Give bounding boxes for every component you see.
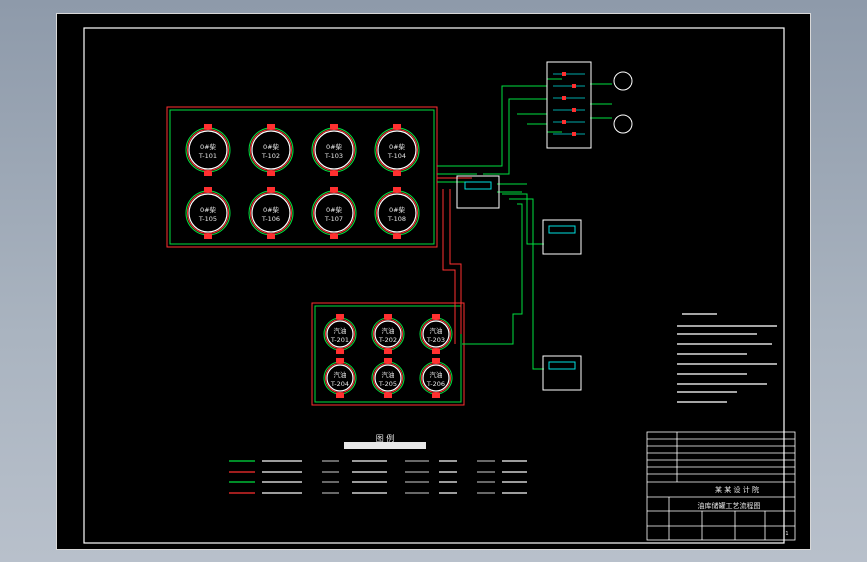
tank-bottom-name: 汽油: [430, 370, 443, 379]
tank-top-name: 0#柴: [200, 205, 217, 214]
tank-bottom-id: T-205: [378, 380, 397, 388]
tank-bottom-3: 汽油T-204: [323, 358, 357, 398]
tank-bottom-name: 汽油: [382, 326, 395, 335]
pipeline-network: [437, 78, 612, 370]
tank-farm-diesel: 0#柴T-1010#柴T-1020#柴T-1030#柴T-1040#柴T-105…: [166, 106, 438, 248]
tank-top-id: T-104: [387, 152, 406, 160]
tank-bottom-id: T-206: [426, 380, 445, 388]
tank-top-1: 0#柴T-102: [248, 124, 294, 176]
tank-top-id: T-101: [198, 152, 217, 160]
pump-station: [546, 61, 633, 149]
tank-top-name: 0#柴: [263, 205, 280, 214]
tank-top-7: 0#柴T-108: [374, 187, 420, 239]
tank-bottom-name: 汽油: [430, 326, 443, 335]
company-name: 某 某 设 计 院: [715, 485, 759, 494]
tank-top-id: T-106: [261, 215, 280, 223]
tank-top-name: 0#柴: [200, 142, 217, 151]
tank-top-id: T-102: [261, 152, 280, 160]
tank-top-name: 0#柴: [326, 205, 343, 214]
tank-top-name: 0#柴: [389, 205, 406, 214]
tank-top-id: T-107: [324, 215, 343, 223]
tank-top-5: 0#柴T-106: [248, 187, 294, 239]
tank-bottom-1: 汽油T-202: [371, 314, 405, 354]
tank-top-id: T-105: [198, 215, 217, 223]
tank-top-id: T-108: [387, 215, 406, 223]
tank-top-4: 0#柴T-105: [185, 187, 231, 239]
tank-bottom-id: T-201: [330, 336, 349, 344]
drawing-title: 油库储罐工艺流程图: [698, 501, 761, 510]
sheet-border: [83, 27, 785, 544]
tank-bottom-name: 汽油: [334, 326, 347, 335]
tank-bottom-id: T-203: [426, 336, 445, 344]
tank-bottom-name: 汽油: [382, 370, 395, 379]
tank-bottom-id: T-202: [378, 336, 397, 344]
tank-bottom-id: T-204: [330, 380, 349, 388]
title-block: 某 某 设 计 院 油库储罐工艺流程图 1: [646, 431, 796, 541]
tank-top-name: 0#柴: [389, 142, 406, 151]
tank-bottom-2: 汽油T-203: [419, 314, 453, 354]
equipment-manifold: [456, 175, 582, 391]
legend: 图 例: [229, 433, 527, 494]
legend-title: 图 例: [376, 433, 395, 443]
tank-bottom-name: 汽油: [334, 370, 347, 379]
tank-top-2: 0#柴T-103: [311, 124, 357, 176]
tank-farm-gasoline: 汽油T-201汽油T-202汽油T-203汽油T-204汽油T-205汽油T-2…: [311, 302, 465, 406]
sheet-number: 1: [785, 531, 788, 537]
tank-bottom-4: 汽油T-205: [371, 358, 405, 398]
tank-top-id: T-103: [324, 152, 343, 160]
tank-top-0: 0#柴T-101: [185, 124, 231, 176]
tank-top-3: 0#柴T-104: [374, 124, 420, 176]
tank-bottom-5: 汽油T-206: [419, 358, 453, 398]
design-notes: [677, 313, 777, 403]
tank-bottom-0: 汽油T-201: [323, 314, 357, 354]
tank-top-name: 0#柴: [326, 142, 343, 151]
tank-top-name: 0#柴: [263, 142, 280, 151]
tank-top-6: 0#柴T-107: [311, 187, 357, 239]
process-flow-diagram: 0#柴T-1010#柴T-1020#柴T-1030#柴T-1040#柴T-105…: [83, 27, 796, 544]
